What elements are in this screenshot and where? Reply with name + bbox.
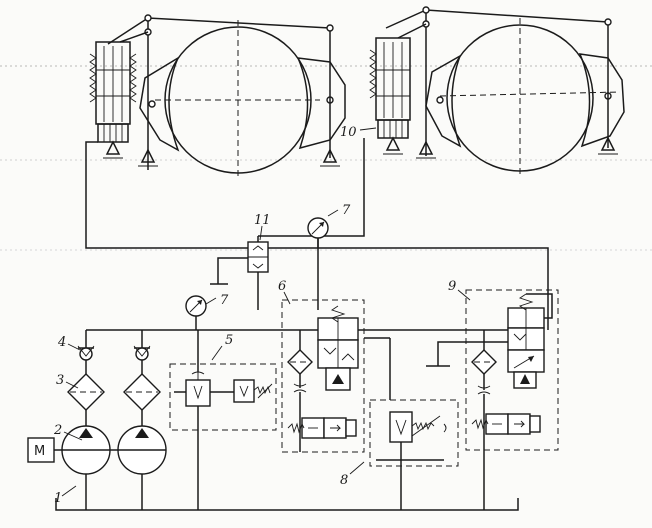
component-labels: 1 2 3 4 5 6 7 7 8 9 10 11 [53, 125, 471, 506]
pump-unit: M [27, 425, 167, 510]
motor-label: M [34, 444, 45, 459]
valve-11 [210, 241, 269, 310]
background-lines [0, 65, 652, 251]
label-11: 11 [254, 213, 271, 228]
label-1: 1 [54, 491, 62, 506]
label-7-lower: 7 [220, 293, 229, 308]
label-2: 2 [53, 423, 62, 438]
pressure-gauge-lower [185, 295, 207, 330]
label-3: 3 [56, 373, 64, 388]
right-brake-shoe-right [578, 53, 625, 148]
left-brake-assembly [89, 14, 346, 178]
right-brake-shoe-left [425, 54, 462, 148]
label-8: 8 [340, 473, 348, 488]
right-brake-cylinder [377, 119, 409, 139]
filters-3 [67, 373, 161, 426]
right-brake-assembly [369, 6, 625, 176]
label-9: 9 [448, 279, 456, 294]
label-7-upper: 7 [342, 203, 351, 218]
distributor-block-6 [281, 299, 391, 453]
check-valves-4 [77, 345, 151, 374]
left-brake-shoe-left [139, 56, 180, 152]
relief-valve-block-5 [169, 330, 277, 510]
label-5: 5 [225, 333, 233, 348]
pressure-gauge-upper [307, 217, 329, 310]
electric-motor [27, 437, 55, 463]
label-4: 4 [57, 335, 66, 350]
pressure-valve-block-8 [369, 399, 459, 510]
tank-line-1 [55, 498, 519, 511]
label-10: 10 [340, 125, 357, 140]
distributor-block-9 [426, 289, 559, 510]
left-brake-cylinder [97, 123, 129, 143]
left-brake-shoe-right [296, 57, 346, 150]
label-6: 6 [278, 279, 286, 294]
main-pressure-line [85, 329, 530, 348]
